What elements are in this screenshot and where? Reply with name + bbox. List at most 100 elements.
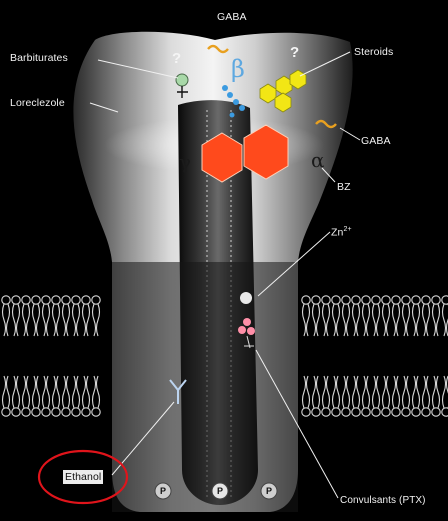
lipid-head [392,408,400,416]
alpha-subunit-label: α [311,148,325,172]
lipid-tail [403,304,410,336]
lipid-head [432,296,440,304]
lipid-tail [353,376,360,408]
lipid-head [382,296,390,304]
lipid-tail [63,304,70,336]
lipid-tail [93,304,100,336]
lipid-tail [343,304,350,336]
lipid-head [62,296,70,304]
lipid-tail [433,376,440,408]
lipid-tail [403,376,410,408]
lipid-tail [13,304,20,336]
lipid-head [22,296,30,304]
lipid-tail [443,304,448,336]
lipid-head [412,408,420,416]
lipid-tail [53,376,60,408]
steroid-unknown-mark: ? [290,44,299,61]
lipid-head [412,296,420,304]
lipid-tail [423,376,430,408]
lipid-head [362,408,370,416]
lipid-tail [373,376,380,408]
lipid-head [442,408,448,416]
lipid-head [92,408,100,416]
lipid-head [392,296,400,304]
lipid-tail [3,376,10,408]
lipid-head [52,408,60,416]
lipid-head [2,408,10,416]
lipid-tail [33,304,40,336]
beta-subunit-label: β [231,55,245,83]
lipid-head [312,408,320,416]
lipid-tail [383,304,390,336]
lipid-head [12,296,20,304]
lipid-head [402,408,410,416]
lipid-head [402,296,410,304]
lipid-tail [303,376,310,408]
lipid-tail [353,304,360,336]
steroids-label: Steroids [354,46,393,58]
lipid-tail [73,376,80,408]
lipid-tail [43,304,50,336]
lipid-head [42,408,50,416]
lipid-head [92,296,100,304]
zn-label: Zn2+ [331,226,352,239]
lipid-head [372,408,380,416]
lipid-head [322,296,330,304]
lipid-tail [73,304,80,336]
gaba-right-label: GABA [361,135,391,147]
lipid-head [422,296,430,304]
lipid-tail [363,376,370,408]
zn-superscript: 2+ [343,226,351,233]
convulsants-label: Convulsants (PTX) [340,495,426,506]
lipid-tail [383,376,390,408]
gamma-subunit-label: γ [179,150,191,174]
gaba-top-label: GABA [217,11,247,23]
lipid-head [302,296,310,304]
loreclezole-label: Loreclezole [10,97,65,109]
lipid-head [332,296,340,304]
lipid-tail [313,304,320,336]
lipid-head [352,408,360,416]
lipid-tail [433,304,440,336]
lipid-head [362,296,370,304]
lipid-tail [373,304,380,336]
lipid-head [342,296,350,304]
lipid-tail [323,376,330,408]
lipid-tail [43,376,50,408]
phospho-label-3: P [266,486,272,496]
lipid-head [72,408,80,416]
lipid-head [2,296,10,304]
lipid-tail [413,376,420,408]
lipid-head [422,408,430,416]
lipid-head [82,296,90,304]
ethanol-label: Ethanol [63,470,103,484]
lipid-tail [363,304,370,336]
phospho-label-2: P [217,486,223,496]
lipid-head [32,296,40,304]
lipid-tail [3,304,10,336]
lipid-tail [53,304,60,336]
lipid-head [432,408,440,416]
lipid-head [322,408,330,416]
lipid-tail [313,376,320,408]
lipid-tail [83,304,90,336]
lipid-head [12,408,20,416]
lipid-tail [63,376,70,408]
phospho-label-1: P [160,486,166,496]
lipid-head [342,408,350,416]
lipid-tail [343,376,350,408]
barbiturate-unknown-mark: ? [172,50,181,67]
barbiturates-label: Barbiturates [10,52,68,64]
lipid-tail [443,376,448,408]
lipid-tail [333,376,340,408]
lipid-tail [13,376,20,408]
lipid-head [32,408,40,416]
lipid-head [352,296,360,304]
lipid-tail [333,304,340,336]
lipid-head [442,296,448,304]
lipid-head [372,296,380,304]
lipid-tail [323,304,330,336]
lipid-tail [33,376,40,408]
lipid-tail [303,304,310,336]
